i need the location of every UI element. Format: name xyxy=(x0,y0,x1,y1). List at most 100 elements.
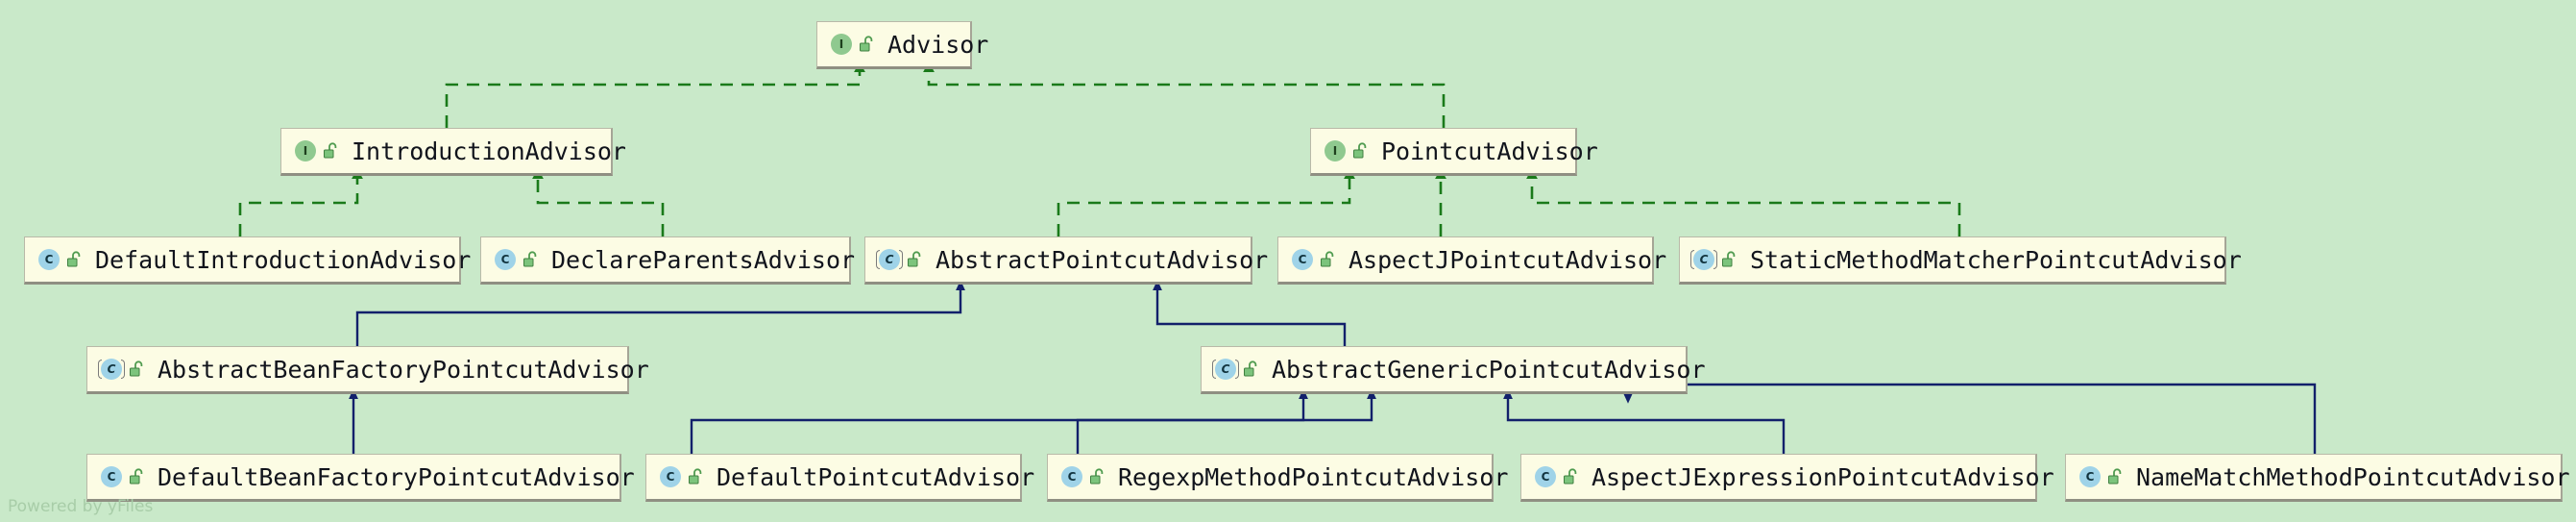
type-glyph: C xyxy=(1535,466,1556,487)
type-glyph: I xyxy=(831,34,852,55)
type-glyph: C xyxy=(1292,249,1313,270)
node-icon-group: C xyxy=(658,464,705,489)
class-icon: C xyxy=(2078,464,2102,489)
class-node-advisor[interactable]: I Advisor xyxy=(816,21,988,69)
class-icon: C xyxy=(99,464,124,489)
type-glyph: C xyxy=(101,466,122,487)
type-glyph: C xyxy=(1061,466,1082,487)
edge-generalization-regexp-method-pointcut-advisor-to-abstract-generic-pointcut-advisor xyxy=(1076,388,1376,454)
class-node-declare-parents-advisor[interactable]: C DeclareParentsAdvisor xyxy=(480,236,855,285)
type-glyph: C xyxy=(38,249,60,270)
class-node-label: DefaultBeanFactoryPointcutAdvisor xyxy=(158,462,635,491)
abstract-class-icon: C xyxy=(98,357,125,382)
unlocked-padlock-icon xyxy=(689,468,702,485)
class-node-abstract-bean-factory-pointcut-advisor[interactable]: C AbstractBeanFactoryPointcutAdvisor xyxy=(86,346,649,394)
edge-realization-static-method-matcher-pointcut-advisor-to-pointcut-advisor xyxy=(1526,168,1961,236)
class-node-label: AspectJExpressionPointcutAdvisor xyxy=(1592,462,2054,491)
class-icon: C xyxy=(658,464,683,489)
edge-generalization-aspectj-expression-pointcut-advisor-to-abstract-generic-pointcut-advisor xyxy=(1503,388,1786,454)
unlocked-padlock-icon xyxy=(1090,468,1104,485)
class-node-label: DeclareParentsAdvisor xyxy=(551,245,856,274)
unlocked-padlock-icon xyxy=(1722,251,1736,267)
class-node-aspectj-pointcut-advisor[interactable]: C AspectJPointcutAdvisor xyxy=(1277,236,1666,285)
node-icon-group: C xyxy=(1212,357,1260,382)
unlocked-padlock-icon xyxy=(1564,468,1577,485)
class-icon: C xyxy=(36,247,61,272)
class-node-pointcut-advisor[interactable]: I PointcutAdvisor xyxy=(1310,128,1598,176)
class-node-default-introduction-advisor[interactable]: C DefaultIntroductionAdvisor xyxy=(24,236,471,285)
node-icon-group: C xyxy=(493,247,540,272)
type-glyph: I xyxy=(1324,140,1346,162)
node-icon-group: C xyxy=(1690,247,1738,272)
class-node-abstract-pointcut-advisor[interactable]: C AbstractPointcutAdvisor xyxy=(864,236,1268,285)
unlocked-padlock-icon xyxy=(130,360,143,377)
class-node-label: PointcutAdvisor xyxy=(1381,137,1598,165)
class-node-label: StaticMethodMatcherPointcutAdvisor xyxy=(1750,245,2242,274)
class-node-abstract-generic-pointcut-advisor[interactable]: C AbstractGenericPointcutAdvisor xyxy=(1201,346,1706,394)
class-node-label: IntroductionAdvisor xyxy=(352,137,626,165)
type-glyph: C xyxy=(495,249,516,270)
class-node-label: AbstractGenericPointcutAdvisor xyxy=(1272,355,1706,384)
edge-realization-default-introduction-advisor-to-introduction-advisor xyxy=(238,168,363,236)
type-glyph: C xyxy=(2079,466,2101,487)
node-icon-group: C xyxy=(1290,247,1337,272)
class-node-label: DefaultPointcutAdvisor xyxy=(717,462,1035,491)
class-node-aspectj-expression-pointcut-advisor[interactable]: C AspectJExpressionPointcutAdvisor xyxy=(1520,454,2054,502)
type-glyph: C xyxy=(1693,249,1714,270)
unlocked-padlock-icon xyxy=(860,36,873,52)
node-icon-group: I xyxy=(829,32,876,57)
class-icon: C xyxy=(1059,464,1084,489)
yfiles-watermark: Powered by yFiles xyxy=(8,497,154,516)
class-node-introduction-advisor[interactable]: I IntroductionAdvisor xyxy=(280,128,626,176)
class-node-default-bean-factory-pointcut-advisor[interactable]: C DefaultBeanFactoryPointcutAdvisor xyxy=(86,454,635,502)
edge-realization-declare-parents-advisor-to-introduction-advisor xyxy=(532,168,665,236)
unlocked-padlock-icon xyxy=(1244,360,1257,377)
type-glyph: C xyxy=(660,466,681,487)
interface-icon: I xyxy=(1323,138,1348,163)
edge-generalization-abstract-bean-factory-pointcut-advisor-to-abstract-pointcut-advisor xyxy=(355,280,965,346)
node-icon-group: I xyxy=(1323,138,1370,163)
node-icon-group: C xyxy=(1533,464,1580,489)
interface-icon: I xyxy=(829,32,854,57)
unlocked-padlock-icon xyxy=(1321,251,1334,267)
abstract-class-icon: C xyxy=(876,247,903,272)
node-icon-group: C xyxy=(98,357,146,382)
interface-icon: I xyxy=(293,138,318,163)
unlocked-padlock-icon xyxy=(130,468,143,485)
class-icon: C xyxy=(1533,464,1558,489)
type-glyph: C xyxy=(101,359,122,380)
class-node-static-method-matcher-pointcut-advisor[interactable]: C StaticMethodMatcherPointcutAdvisor xyxy=(1679,236,2242,285)
edge-generalization-abstract-generic-pointcut-advisor-to-abstract-pointcut-advisor xyxy=(1153,280,1347,346)
class-icon: C xyxy=(493,247,518,272)
abstract-class-icon: C xyxy=(1690,247,1717,272)
class-node-label: RegexpMethodPointcutAdvisor xyxy=(1118,462,1509,491)
node-icon-group: C xyxy=(1059,464,1106,489)
class-node-label: AspectJPointcutAdvisor xyxy=(1349,245,1667,274)
class-node-label: AbstractPointcutAdvisor xyxy=(936,245,1269,274)
node-icon-group: C xyxy=(99,464,146,489)
unlocked-padlock-icon xyxy=(324,142,337,159)
type-glyph: I xyxy=(295,140,316,162)
node-icon-group: C xyxy=(876,247,924,272)
edge-realization-pointcut-advisor-to-advisor xyxy=(923,62,1446,128)
edge-realization-abstract-pointcut-advisor-to-pointcut-advisor xyxy=(1057,168,1355,236)
node-icon-group: C xyxy=(2078,464,2125,489)
unlocked-padlock-icon xyxy=(2108,468,2122,485)
class-node-default-pointcut-advisor[interactable]: C DefaultPointcutAdvisor xyxy=(645,454,1034,502)
unlocked-padlock-icon xyxy=(67,251,81,267)
type-glyph: C xyxy=(879,249,900,270)
unlocked-padlock-icon xyxy=(1353,142,1367,159)
unlocked-padlock-icon xyxy=(523,251,537,267)
node-icon-group: I xyxy=(293,138,340,163)
class-node-label: DefaultIntroductionAdvisor xyxy=(95,245,472,274)
class-node-regexp-method-pointcut-advisor[interactable]: C RegexpMethodPointcutAdvisor xyxy=(1047,454,1508,502)
class-node-label: Advisor xyxy=(887,30,989,59)
class-icon: C xyxy=(1290,247,1315,272)
unlocked-padlock-icon xyxy=(908,251,921,267)
type-glyph: C xyxy=(1215,359,1236,380)
edge-generalization-default-pointcut-advisor-to-abstract-generic-pointcut-advisor xyxy=(690,388,1308,454)
class-node-label: AbstractBeanFactoryPointcutAdvisor xyxy=(158,355,649,384)
abstract-class-icon: C xyxy=(1212,357,1239,382)
